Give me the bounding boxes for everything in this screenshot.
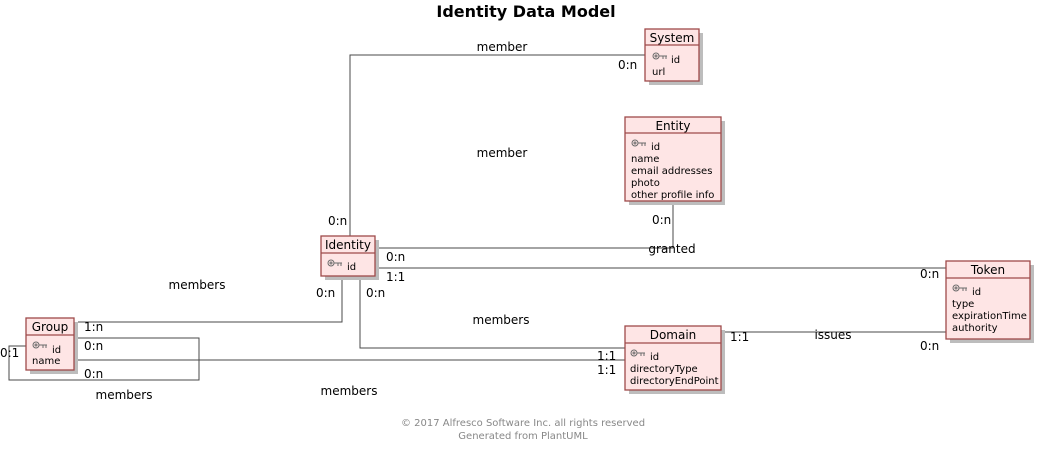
multiplicities: 0:n 0:n 0:n 0:n 1:1 0:n 0:n 0:n 1:n 0:n … xyxy=(0,58,939,381)
attr-entity-photo: photo xyxy=(631,178,660,189)
entity-name-system: System xyxy=(650,31,695,45)
mult-token-identity-side: 0:n xyxy=(920,267,939,281)
attr-system-id: id xyxy=(671,55,680,66)
label-identity-domain: members xyxy=(473,313,530,327)
mult-identity-token-side: 1:1 xyxy=(386,270,405,284)
label-group-domain: members xyxy=(321,384,378,398)
label-group-self: members xyxy=(96,388,153,402)
mult-group-identity-side: 1:n xyxy=(84,320,103,334)
mult-group-self-side: 0:n xyxy=(84,339,103,353)
attr-entity-name: name xyxy=(631,154,659,165)
entity-box-token: Token id type expirationTime authority xyxy=(945,260,1034,343)
relationship-lines xyxy=(8,54,946,381)
mult-group-domain-side: 0:n xyxy=(84,367,103,381)
attr-token-id: id xyxy=(972,287,981,298)
mult-identity-domain-side: 0:n xyxy=(366,286,385,300)
entity-box-group: Group id name xyxy=(25,317,78,374)
mult-token-domain-side: 0:n xyxy=(920,339,939,353)
mult-system-side: 0:n xyxy=(618,58,637,72)
mult-domain-group-side: 1:1 xyxy=(597,363,616,377)
attr-domain-id: id xyxy=(650,352,659,363)
attr-domain-directorytype: directoryType xyxy=(630,364,698,375)
entity-name-entity: Entity xyxy=(655,119,690,133)
label-identity-system: member xyxy=(477,40,528,54)
mult-domain-identity-side: 1:1 xyxy=(597,349,616,363)
attr-entity-email: email addresses xyxy=(631,166,712,177)
attr-token-authority: authority xyxy=(952,323,998,334)
entity-box-domain: Domain id directoryType directoryEndPoin… xyxy=(624,325,725,394)
entity-name-identity: Identity xyxy=(325,238,371,252)
entity-name-group: Group xyxy=(32,320,69,334)
mult-identity-system-side: 0:n xyxy=(328,214,347,228)
attr-system-url: url xyxy=(652,67,665,78)
diagram-title: Identity Data Model xyxy=(436,2,615,21)
attr-entity-profile: other profile info xyxy=(631,190,714,201)
label-domain-token: issues xyxy=(814,328,851,342)
mult-entity-side: 0:n xyxy=(652,213,671,227)
attr-entity-id: id xyxy=(651,142,660,153)
mult-identity-entity-side: 0:n xyxy=(386,250,405,264)
edge-identity-domain xyxy=(359,276,625,349)
footer-copyright: © 2017 Alfresco Software Inc. all rights… xyxy=(401,418,645,429)
entity-name-domain: Domain xyxy=(650,328,697,342)
edge-group-self xyxy=(8,337,200,381)
attr-identity-id: id xyxy=(347,262,356,273)
entity-box-entity: Entity id name email addresses photo oth… xyxy=(624,116,725,205)
label-identity-entity: granted xyxy=(648,242,695,256)
attr-group-name: name xyxy=(32,356,60,367)
edge-identity-entity xyxy=(378,204,674,249)
entity-name-token: Token xyxy=(970,263,1005,277)
edge-identity-group xyxy=(78,276,343,323)
mult-domain-token-side: 1:1 xyxy=(730,330,749,344)
mult-group-self-end: 0:1 xyxy=(0,346,19,360)
edge-identity-system xyxy=(349,54,645,236)
attr-token-expiration: expirationTime xyxy=(952,311,1027,322)
entity-box-system: System id url xyxy=(644,28,703,85)
footer-generated: Generated from PlantUML xyxy=(458,431,588,442)
attr-domain-directoryendpoint: directoryEndPoint xyxy=(630,376,719,387)
entity-box-identity: Identity id xyxy=(320,235,379,280)
mult-identity-group-side: 0:n xyxy=(316,286,335,300)
label-identity-group: members xyxy=(169,278,226,292)
attr-group-id: id xyxy=(52,345,61,356)
label-member-middle: member xyxy=(477,146,528,160)
attr-token-type: type xyxy=(952,299,974,310)
